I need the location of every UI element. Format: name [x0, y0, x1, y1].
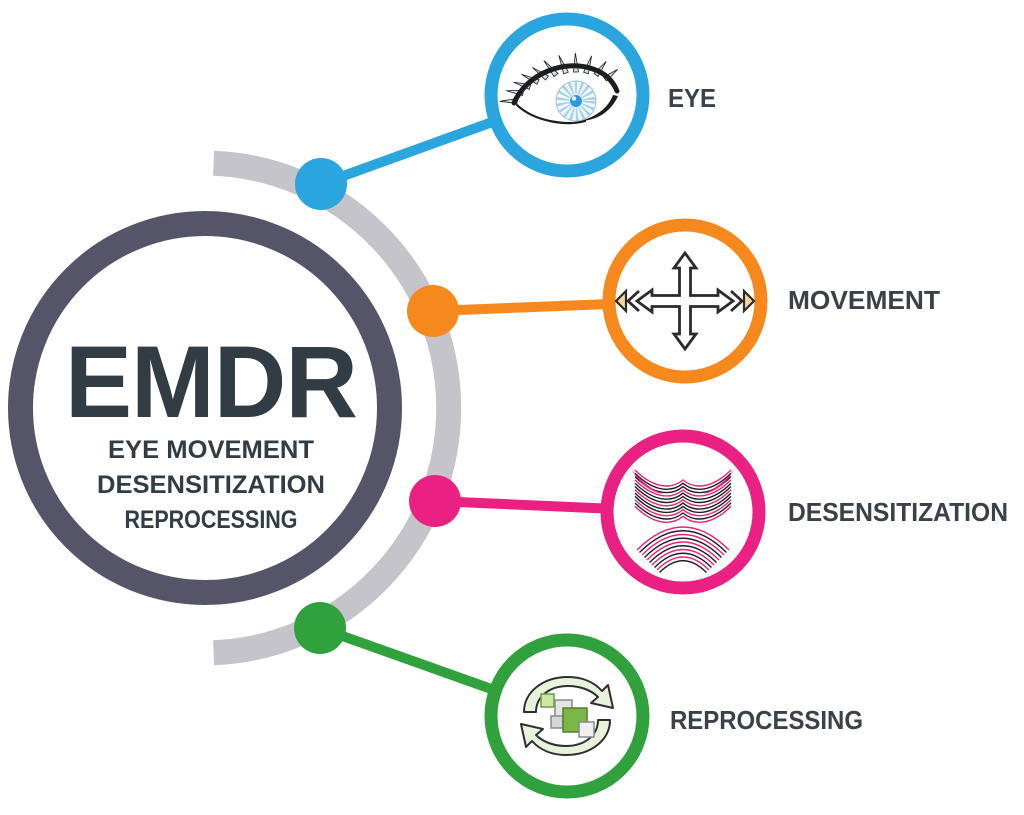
lower-eyelid — [515, 103, 587, 125]
square-gray-small — [550, 715, 564, 729]
hub-subtitle-line-2: DESENSITIZATION — [97, 471, 325, 499]
wave-curve — [649, 545, 717, 563]
wave-curve — [636, 526, 730, 551]
wave-curve — [634, 469, 732, 487]
data-squares — [540, 693, 595, 738]
wave-curve — [639, 530, 727, 553]
cycle-arrow-bottom — [520, 719, 611, 756]
node-label-reprocessing: REPROCESSING — [670, 705, 863, 735]
orbit-dot-eye — [295, 158, 347, 210]
node-movement: MOVEMENT — [407, 218, 940, 384]
arrowhead-right — [742, 288, 756, 314]
wave-curve — [634, 482, 732, 500]
pupil-highlight — [571, 96, 577, 101]
wave-curve — [634, 499, 732, 517]
wave-curve — [634, 502, 732, 520]
wave-curve — [634, 495, 732, 514]
wave-arches — [636, 526, 730, 573]
orbit-dot-reprocessing — [294, 602, 346, 654]
chevron-right — [730, 289, 745, 313]
wave-curve — [634, 505, 732, 523]
hub-acronym: EMDR — [65, 325, 357, 439]
square-small-green — [540, 693, 555, 708]
wave-curve — [634, 492, 732, 510]
node-eye: EYE — [295, 12, 716, 210]
wave-fan-icon — [631, 468, 735, 573]
wave-curve — [634, 486, 732, 504]
wave-curve — [634, 489, 732, 507]
node-reprocessing: REPROCESSING — [294, 602, 863, 799]
eye-icon — [499, 52, 620, 125]
four-way-arrow — [634, 250, 736, 352]
wave-curve — [634, 472, 732, 490]
node-label-desensitization: DESENSITIZATION — [788, 497, 1008, 527]
wave-curve — [659, 560, 707, 573]
hub-subtitle-line-3: REPROCESSING — [125, 506, 298, 534]
orbit-dot-movement — [407, 285, 459, 337]
pupil — [570, 95, 582, 107]
square-light — [578, 721, 595, 738]
node-desensitization: DESENSITIZATION — [409, 429, 1008, 595]
recycle-arrows-icon — [520, 676, 614, 756]
wave-curve — [656, 556, 710, 571]
node-label-movement: MOVEMENT — [788, 285, 940, 315]
node-circle-desensitization — [600, 429, 766, 595]
orbit-dot-desensitization — [409, 475, 461, 527]
wave-curve — [634, 479, 732, 497]
wave-curve — [644, 537, 722, 558]
chevron-left — [625, 289, 640, 313]
wave-curve — [654, 552, 712, 568]
eyeliner-flick — [581, 95, 618, 121]
cycle-arrow-bottom-path — [520, 719, 611, 756]
hub-circle — [8, 211, 402, 605]
hub-subtitle-line-1: EYE MOVEMENT — [108, 436, 314, 464]
cycle-arrow-top — [523, 676, 614, 713]
arrowhead-left — [614, 288, 628, 314]
wave-curve — [651, 548, 715, 566]
upper-eyelid — [511, 63, 620, 106]
wave-curve — [641, 533, 725, 556]
movement-arrows-icon — [614, 250, 756, 352]
wave-curve — [646, 541, 720, 561]
iris-rays — [556, 81, 596, 121]
node-label-eye: EYE — [668, 83, 716, 113]
wave-wings — [634, 469, 732, 523]
